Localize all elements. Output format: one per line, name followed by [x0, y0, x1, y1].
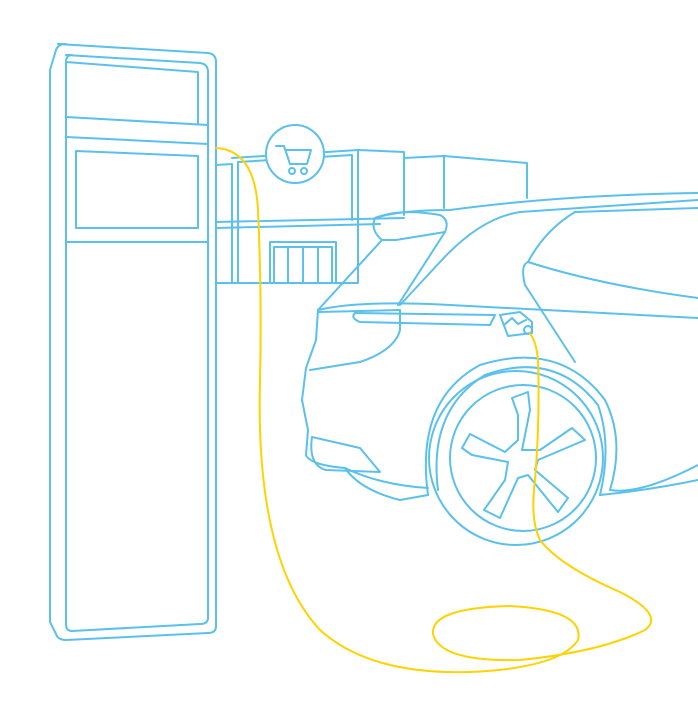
charging-cable	[215, 147, 653, 674]
charging-port-icon	[499, 311, 533, 337]
store-building	[215, 149, 528, 284]
charging-station	[49, 43, 217, 641]
car	[301, 192, 698, 501]
wheel	[428, 370, 604, 546]
shopping-cart-icon	[265, 124, 325, 184]
